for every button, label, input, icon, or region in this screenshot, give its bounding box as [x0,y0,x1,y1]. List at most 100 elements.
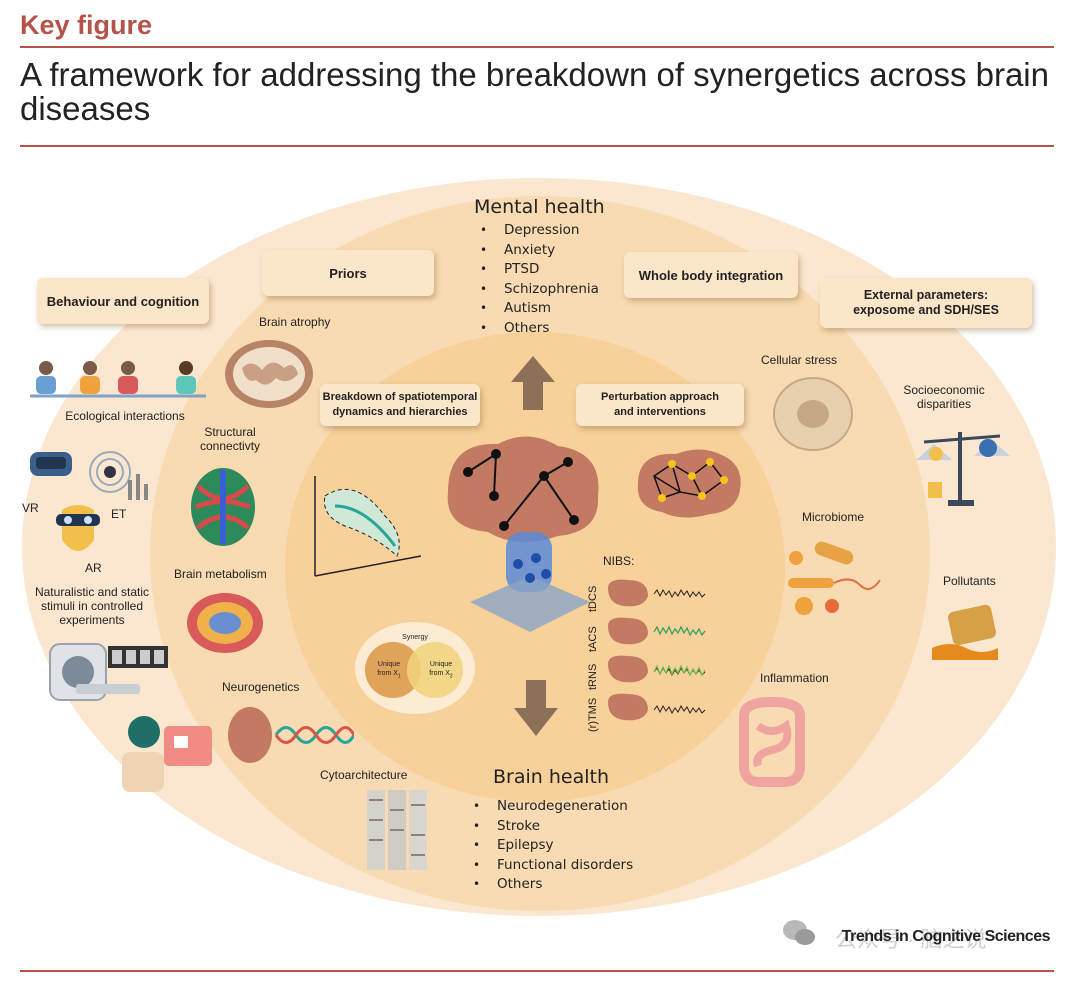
brain-health-item: Functional disorders [473,856,633,876]
brain-atrophy-label: Brain atrophy [259,315,331,329]
perturbation-box: Perturbation approach and interventions [576,384,744,426]
balance-scale-icon [916,432,1010,506]
whole-body-box: Whole body integration [624,252,798,298]
neurogenetics-label: Neurogenetics [222,680,300,694]
nibs-method-trns: tRNS [587,663,599,690]
trajectory-plot-icon [314,476,422,577]
venn-right-subscript: 2 [449,673,453,680]
nibs-method-tdcs: tDCS [587,585,599,612]
structural-connectivity-label: Structural connectivty [200,425,260,453]
perturbation-label-line1: Perturbation approach [601,391,719,403]
socioeconomic-label: Socioeconomic disparities [900,383,988,411]
ecological-interactions-label: Ecological interactions [65,409,185,423]
venn-left-subscript: 1 [397,673,401,680]
nibs-method-rtms: (r)TMS [587,697,599,732]
structural-line2: connectivty [200,439,261,453]
venn-left-line1: Unique [377,661,401,668]
brain-metabolism-icon [187,593,263,653]
tractography-icon [191,468,255,546]
cytoarchitecture-label: Cytoarchitecture [320,768,408,782]
person-monitor-icon [122,716,212,792]
bottom-rule [20,970,1054,972]
venn-right [407,642,463,698]
brain-metabolism-label: Brain metabolism [174,567,267,581]
priors-box: Priors [262,250,434,296]
arrow-up-icon [511,356,555,410]
pollutant-barrel-icon [932,604,998,660]
brain-health-item: Others [473,875,633,895]
brain-atrophy-icon [225,340,313,408]
brain-stem-network-icon [470,532,590,632]
structural-line1: Structural [204,425,256,439]
nibs-method-tacs: tACS [587,626,599,652]
arrow-down-icon [514,680,558,736]
mental-health-item: Schizophrenia [480,280,599,300]
inflammation-label: Inflammation [760,671,829,685]
socio-line2: disparities [916,397,972,411]
synergy-diagram: Synergy Unique from X1 Unique from X2 [355,622,475,714]
brain-health-item: Neurodegeneration [473,797,633,817]
breakdown-box: Breakdown of spatiotemporal dynamics and… [320,384,480,426]
nibs-waveforms-icon [608,579,706,721]
behaviour-cognition-label: Behaviour and cognition [46,293,200,309]
watermark-text: 公众号 · 脑之说 [835,927,987,952]
cellular-stress-label: Cellular stress [761,353,838,367]
whole-body-label: Whole body integration [638,267,784,283]
priors-label: Priors [329,265,367,281]
brain-health-item: Epilepsy [473,836,633,856]
vr-headset-icon [30,452,72,476]
framework-diagram: Behaviour and cognition Priors Whole bod… [0,160,1080,970]
pollutants-label: Pollutants [943,574,996,588]
brain-health-list: Neurodegeneration Stroke Epilepsy Functi… [473,797,633,895]
brain-health-item: Stroke [473,817,633,837]
stimulated-brain-icon [637,449,741,518]
microbiome-label: Microbiome [802,510,865,524]
venn-right-line1: Unique [429,661,453,668]
mri-scanner-icon [49,643,168,701]
naturalistic-stimuli-label: Naturalistic and static stimuli in contr… [28,585,156,627]
venn-left-label: Unique from X1 [369,660,409,681]
external-parameters-box: External parameters: exposome and SDH/SE… [820,278,1032,328]
external-label-line1: External parameters: [863,288,989,302]
mental-health-list: Depression Anxiety PTSD Schizophrenia Au… [480,221,599,338]
socio-line1: Socioeconomic [903,383,985,397]
mental-health-heading: Mental health [474,196,605,218]
eye-tracking-icon [89,451,148,500]
cytoarchitecture-icon [367,790,427,870]
external-label-line2: exposome and SDH/SES [853,303,999,317]
intestine-icon [739,696,805,787]
venn-right-label: Unique from X2 [421,660,461,681]
microbiome-icon [788,541,881,615]
breakdown-label-line2: dynamics and hierarchies [332,406,468,418]
synergy-title: Synergy [402,634,428,641]
breakdown-label-line1: Breakdown of spatiotemporal [322,391,478,403]
cell-icon [773,377,853,451]
perturbation-label-line2: and interventions [614,406,706,418]
title-rule [20,145,1054,147]
naturalistic-line1: Naturalistic and static [34,585,150,599]
mental-health-item: Autism [480,299,599,319]
naturalistic-line2: stimuli in controlled [40,599,144,613]
naturalistic-line3: experiments [59,613,125,627]
ar-label: AR [85,561,102,575]
figure-title: A framework for addressing the breakdown… [20,56,1049,127]
mental-health-item: Anxiety [480,241,599,261]
et-label: ET [111,507,127,521]
mental-health-item: Others [480,319,599,339]
nibs-title: NIBS: [603,554,635,568]
venn-left-line2: from X [377,670,398,677]
brain-health-heading: Brain health [493,766,609,788]
venn-right-line2: from X [429,670,450,677]
journal-name: Trends in Cognitive Sciences [841,928,1051,945]
ar-glasses-icon [56,505,100,551]
wechat-icon [783,920,815,945]
ecological-interactions-icon [30,361,206,398]
top-rule [20,46,1054,48]
connected-brain-icon [447,436,599,543]
mental-health-item: Depression [480,221,599,241]
vr-label: VR [22,501,39,515]
mental-health-item: PTSD [480,260,599,280]
key-figure-label: Key figure [20,10,153,40]
behaviour-cognition-box: Behaviour and cognition [37,278,209,324]
brain-dna-icon [228,707,354,763]
